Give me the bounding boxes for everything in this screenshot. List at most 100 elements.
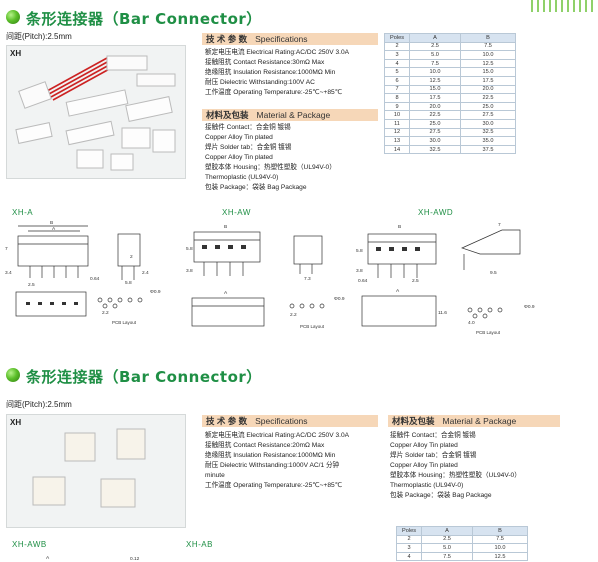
dim-text: 3.4 xyxy=(5,270,12,276)
table-cell: 7.5 xyxy=(409,58,461,69)
section-title: 条形连接器（Bar Connector） xyxy=(26,10,262,28)
green-bullet-icon xyxy=(6,10,20,24)
dim-text: 4.0 xyxy=(468,320,475,326)
table-cell: 12.5 xyxy=(460,58,516,69)
dim-text: 5.8 xyxy=(125,280,132,286)
specs-header-cn: 技 术 参 数 xyxy=(206,416,248,426)
table-header-row: Poles A B xyxy=(384,33,516,43)
table-cell: 3 xyxy=(384,50,410,60)
spec-line: minute xyxy=(205,472,225,479)
dim-text: 2 xyxy=(130,254,133,260)
table-header-cell: Poles xyxy=(396,526,422,536)
spec-line: 耐压 Dielectric Withstanding:1000V AC/1 分钟 xyxy=(205,462,340,469)
table-cell: 6 xyxy=(384,75,410,86)
dim-b-text: B xyxy=(50,220,53,226)
table-cell: 35.0 xyxy=(460,136,516,146)
table-cell: 10.0 xyxy=(460,50,516,60)
model-label-xh-awb: XH-AWB xyxy=(12,540,47,549)
material-line: 包装 Package：袋装 Bag Package xyxy=(205,184,307,191)
spec-line: 接触阻抗 Contact Resistance:30mΩ Max xyxy=(205,59,325,66)
green-bullet-icon xyxy=(6,368,20,382)
table-header-cell: B xyxy=(472,526,528,536)
table-header-row: Poles A B xyxy=(396,526,528,536)
model-label-xh-awd: XH-AWD xyxy=(418,208,454,217)
table-cell: 5.0 xyxy=(409,50,461,60)
spec-line: 接触阻抗 Contact Resistance:20mΩ Max xyxy=(205,442,325,449)
table-cell: 30.0 xyxy=(409,136,461,146)
dim-b-text: B xyxy=(224,224,227,230)
dim-text: 7 xyxy=(498,222,501,228)
dim-text: 5.8 xyxy=(186,246,193,252)
table-cell: 12.5 xyxy=(409,75,461,86)
table-cell: 4 xyxy=(396,551,422,562)
material-line: 焊片 Solder tab：合金铜 镀锡 xyxy=(205,144,292,151)
table-cell: 30.0 xyxy=(460,118,516,129)
table-cell: 20.0 xyxy=(409,101,461,112)
xh-aw-drawing: B 5.8 3.8 7.3 A Φ0.9 2.2 PCB Layout xyxy=(186,224,345,329)
material-line: 接触件 Contact：合金铜 镀锡 xyxy=(205,124,291,131)
specs-list: 额定电压电流 Electrical Rating:AC/DC 250V 3.0A… xyxy=(205,431,349,491)
dim-text: 0.64 xyxy=(358,278,368,284)
table-cell: 5 xyxy=(384,67,410,77)
table-cell: 4 xyxy=(384,58,410,69)
material-line: 塑胶本体 Housing：热塑性塑胶（UL94V-0） xyxy=(205,164,336,171)
dim-text: 0.12 xyxy=(130,556,140,562)
dim-text: 3.8 xyxy=(186,268,193,274)
table-cell: 27.5 xyxy=(460,110,516,120)
spec-line: 耐压 Dielectric Withstanding:100V AC xyxy=(205,79,315,86)
pcb-layout-label: PCB Layout xyxy=(112,320,137,325)
table-cell: 25.0 xyxy=(409,118,461,129)
dim-text: 2.4 xyxy=(142,270,149,276)
dim-a-text: A xyxy=(46,555,50,561)
table-cell: 27.5 xyxy=(409,127,461,138)
table-cell: 13 xyxy=(384,136,410,146)
table-cell: 22.5 xyxy=(409,110,461,120)
material-line: Copper Alloy Tin plated xyxy=(390,462,458,469)
material-list: 接触件 Contact：合金铜 镀锡 Copper Alloy Tin plat… xyxy=(205,123,336,193)
table-header-cell: B xyxy=(460,33,516,43)
table-cell: 10.0 xyxy=(472,543,528,553)
model-label-xh-ab: XH-AB xyxy=(186,540,213,549)
dim-a-text: A xyxy=(396,288,400,294)
table-cell: 7.5 xyxy=(472,534,528,545)
table-cell: 22.5 xyxy=(460,93,516,103)
table-cell: 9 xyxy=(384,101,410,112)
dim-text: 7 xyxy=(5,246,8,252)
material-header-en: Material & Package xyxy=(256,110,331,120)
product-photo: XH xyxy=(6,414,186,528)
material-line: Copper Alloy Tin plated xyxy=(205,134,273,141)
xh-awb-drawing-top: A 0.12 xyxy=(46,555,140,562)
dim-text: Φ0.9 xyxy=(150,289,161,295)
table-cell: 10.0 xyxy=(409,67,461,77)
dim-a-text: A xyxy=(52,226,56,232)
model-label-xh-a: XH-A xyxy=(12,208,34,217)
xh-a-drawing: B A 7 3.4 2.5 0.64 5.8 2.4 2 Φ0.9 2.2 PC… xyxy=(5,220,161,325)
table-cell: 12 xyxy=(384,127,410,138)
table-header-cell: A xyxy=(421,526,473,536)
table-cell: 15.0 xyxy=(460,67,516,77)
table-cell: 2.5 xyxy=(409,41,461,52)
material-line: 焊片 Solder tab：合金铜 镀锡 xyxy=(390,452,477,459)
table-cell: 37.5 xyxy=(460,144,516,155)
dim-text: 3.8 xyxy=(356,268,363,274)
material-line: Thermoplastic (UL94V-0) xyxy=(390,482,464,489)
material-header-en: Material & Package xyxy=(442,416,517,426)
connector-illustration xyxy=(32,428,146,508)
